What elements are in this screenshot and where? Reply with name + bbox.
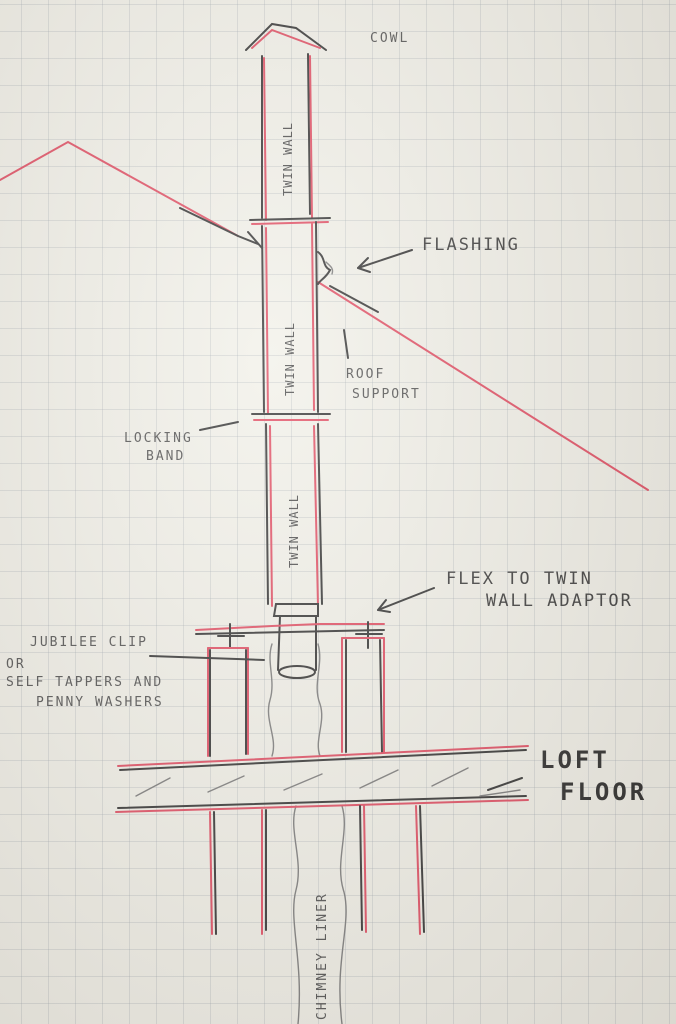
locking-band-label-line2: BAND [146, 449, 185, 464]
flex-adaptor-arrow [377, 587, 435, 613]
twin-wall-mid-section [261, 221, 319, 415]
flex-adaptor-label-line1: FLEX TO TWIN [446, 569, 593, 589]
flashing-collar [247, 231, 334, 285]
cowl-label: COWL [370, 31, 409, 46]
loft-label-line2: FLOOR [560, 778, 647, 806]
loft-label-line1: LOFT [540, 746, 610, 774]
locking-band-upper [249, 217, 331, 225]
loft-floor-arrow [487, 777, 523, 791]
roof-support-label-line1: ROOF [346, 367, 385, 382]
flex-adaptor [195, 603, 385, 679]
twin-wall-label-mid: TWIN WALL [283, 322, 297, 396]
locking-band-label-line1: LOCKING [124, 431, 193, 446]
jubilee-label-line2: OR [6, 657, 26, 672]
roof-support-arrow [343, 329, 349, 359]
flexible-liner [267, 643, 347, 1024]
roof-support-label-line2: SUPPORT [352, 387, 421, 402]
twin-wall-top-section [261, 53, 313, 221]
chimney-liner-label: CHIMNEY LINER [315, 892, 330, 1020]
chimney-stack-upper [207, 637, 385, 757]
flex-adaptor-label-line2: WALL ADAPTOR [486, 591, 633, 611]
twin-wall-label-top: TWIN WALL [281, 122, 295, 196]
roof-line [0, 140, 649, 491]
cowl [245, 22, 327, 51]
jubilee-label-line3: SELF TAPPERS AND [6, 675, 163, 690]
flashing-arrow [357, 249, 413, 273]
loft-floor [115, 745, 529, 813]
twin-wall-label-low: TWIN WALL [287, 494, 301, 568]
locking-band-arrow [199, 421, 239, 431]
locking-band-lower [251, 413, 331, 421]
flashing-label: FLASHING [422, 235, 520, 255]
jubilee-label-line1: JUBILEE CLIP [30, 635, 148, 650]
penny-washer-right [355, 621, 383, 649]
twin-wall-low-section [265, 423, 323, 607]
jubilee-label-line4: PENNY WASHERS [36, 695, 164, 710]
chimney-stack-lower [209, 805, 425, 935]
penny-washer-left [217, 623, 245, 649]
jubilee-arrow [149, 655, 265, 661]
